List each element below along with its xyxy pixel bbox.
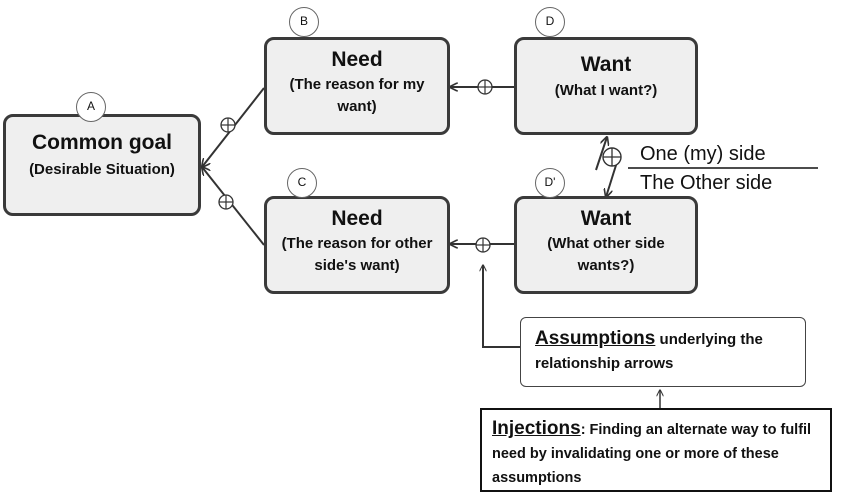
want-mine-title: Want: [580, 53, 632, 76]
side-label-other: The Other side: [640, 172, 773, 194]
need-mine-title: Need: [331, 48, 383, 71]
assumptions-connector: [483, 265, 520, 348]
want-other-subtitle: (What other side wants?): [547, 235, 665, 274]
assumptions-text: underlying the relationship arrows: [535, 331, 763, 372]
need-mine-box: Need (The reason for my want): [264, 37, 450, 135]
need-other-title: Need: [331, 207, 383, 230]
need-other-subtitle: (The reason for other side's want): [281, 235, 433, 274]
letter-d-badge: D: [535, 7, 565, 37]
letter-d-prime-badge: D': [535, 168, 565, 198]
letter-c-badge: C: [287, 168, 317, 198]
letter-b-badge: B: [289, 7, 319, 37]
want-mine-box: Want (What I want?): [514, 37, 698, 135]
circled-plus-icon: [218, 194, 234, 210]
conflict-arrow-down: [606, 161, 618, 197]
injections-heading: Injections: [492, 418, 581, 439]
letter-a-badge: A: [76, 92, 106, 122]
arrow-need-other-to-goal: [202, 167, 265, 246]
injections-text: : Finding an alternate way to fulfil nee…: [492, 422, 812, 486]
common-goal-subtitle: (Desirable Situation): [29, 161, 175, 178]
circled-plus-icon: [475, 237, 491, 253]
common-goal-box: Common goal (Desirable Situation): [3, 114, 201, 216]
need-mine-subtitle: (The reason for my want): [289, 76, 425, 115]
circled-plus-icon: [477, 79, 493, 95]
circled-plus-icon: [602, 147, 622, 167]
side-label-mine: One (my) side: [640, 143, 766, 165]
assumptions-heading: Assumptions: [535, 328, 656, 349]
assumptions-note: Assumptions underlying the relationship …: [520, 317, 806, 387]
need-other-box: Need (The reason for other side's want): [264, 196, 450, 294]
want-other-box: Want (What other side wants?): [514, 196, 698, 294]
circled-plus-icon: [220, 117, 236, 133]
want-mine-subtitle: (What I want?): [554, 82, 658, 99]
common-goal-title: Common goal: [32, 131, 172, 154]
injections-note: Injections: Finding an alternate way to …: [480, 408, 832, 492]
conflict-arrow-up: [595, 137, 607, 171]
want-other-title: Want: [580, 207, 632, 230]
